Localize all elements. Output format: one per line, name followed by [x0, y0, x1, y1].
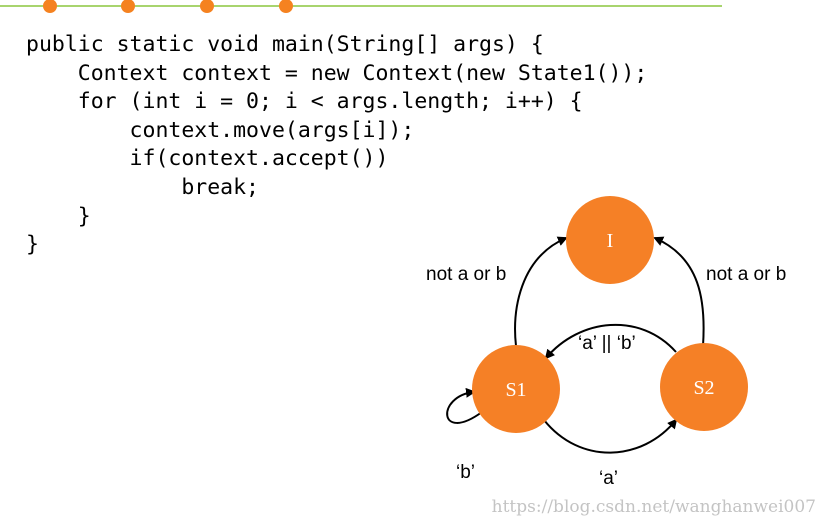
- bullet-dot-1: [43, 0, 57, 13]
- code-line: break;: [26, 174, 259, 200]
- label-s1-to-s2: ‘a’: [599, 468, 618, 489]
- edge-s1-to-i: [514, 236, 568, 347]
- edge-s2-to-s1: [544, 323, 677, 360]
- edge-s1-to-s2: [543, 418, 678, 454]
- code-line: public static void main(String[] args) {: [26, 32, 544, 57]
- state-initial-label: I: [607, 230, 614, 252]
- code-line: for (int i = 0; i < args.length; i++) {: [26, 89, 583, 115]
- label-s2-to-s1: ‘a’ || ‘b’: [578, 333, 636, 354]
- label-s1-self: ‘b’: [456, 462, 475, 483]
- code-line: context.move(args[i]);: [26, 117, 415, 143]
- top-decoration-bar: [0, 0, 722, 13]
- edge-s1-self-loop: [446, 387, 483, 424]
- state-s1-label: S1: [505, 379, 526, 401]
- code-line: Context context = new Context(new State1…: [26, 60, 648, 86]
- label-s1-to-i: not a or b: [426, 264, 506, 285]
- state-initial-node: [566, 196, 654, 284]
- label-s2-to-i: not a or b: [706, 264, 786, 285]
- state-s2-label: S2: [693, 377, 714, 399]
- code-line: }: [26, 203, 91, 229]
- code-block: public static void main(String[] args) {…: [26, 31, 647, 260]
- edge-s2-to-i: [653, 236, 705, 347]
- watermark-url: https://blog.csdn.net/wanghanwei007: [491, 497, 816, 517]
- bullet-dot-4: [279, 0, 293, 13]
- bullet-dot-2: [121, 0, 135, 13]
- code-line: }: [26, 232, 39, 258]
- state-s2-node: [660, 343, 748, 431]
- state-s1-node: [472, 345, 560, 433]
- code-line: if(context.accept()): [26, 146, 389, 172]
- bullet-dot-3: [200, 0, 214, 13]
